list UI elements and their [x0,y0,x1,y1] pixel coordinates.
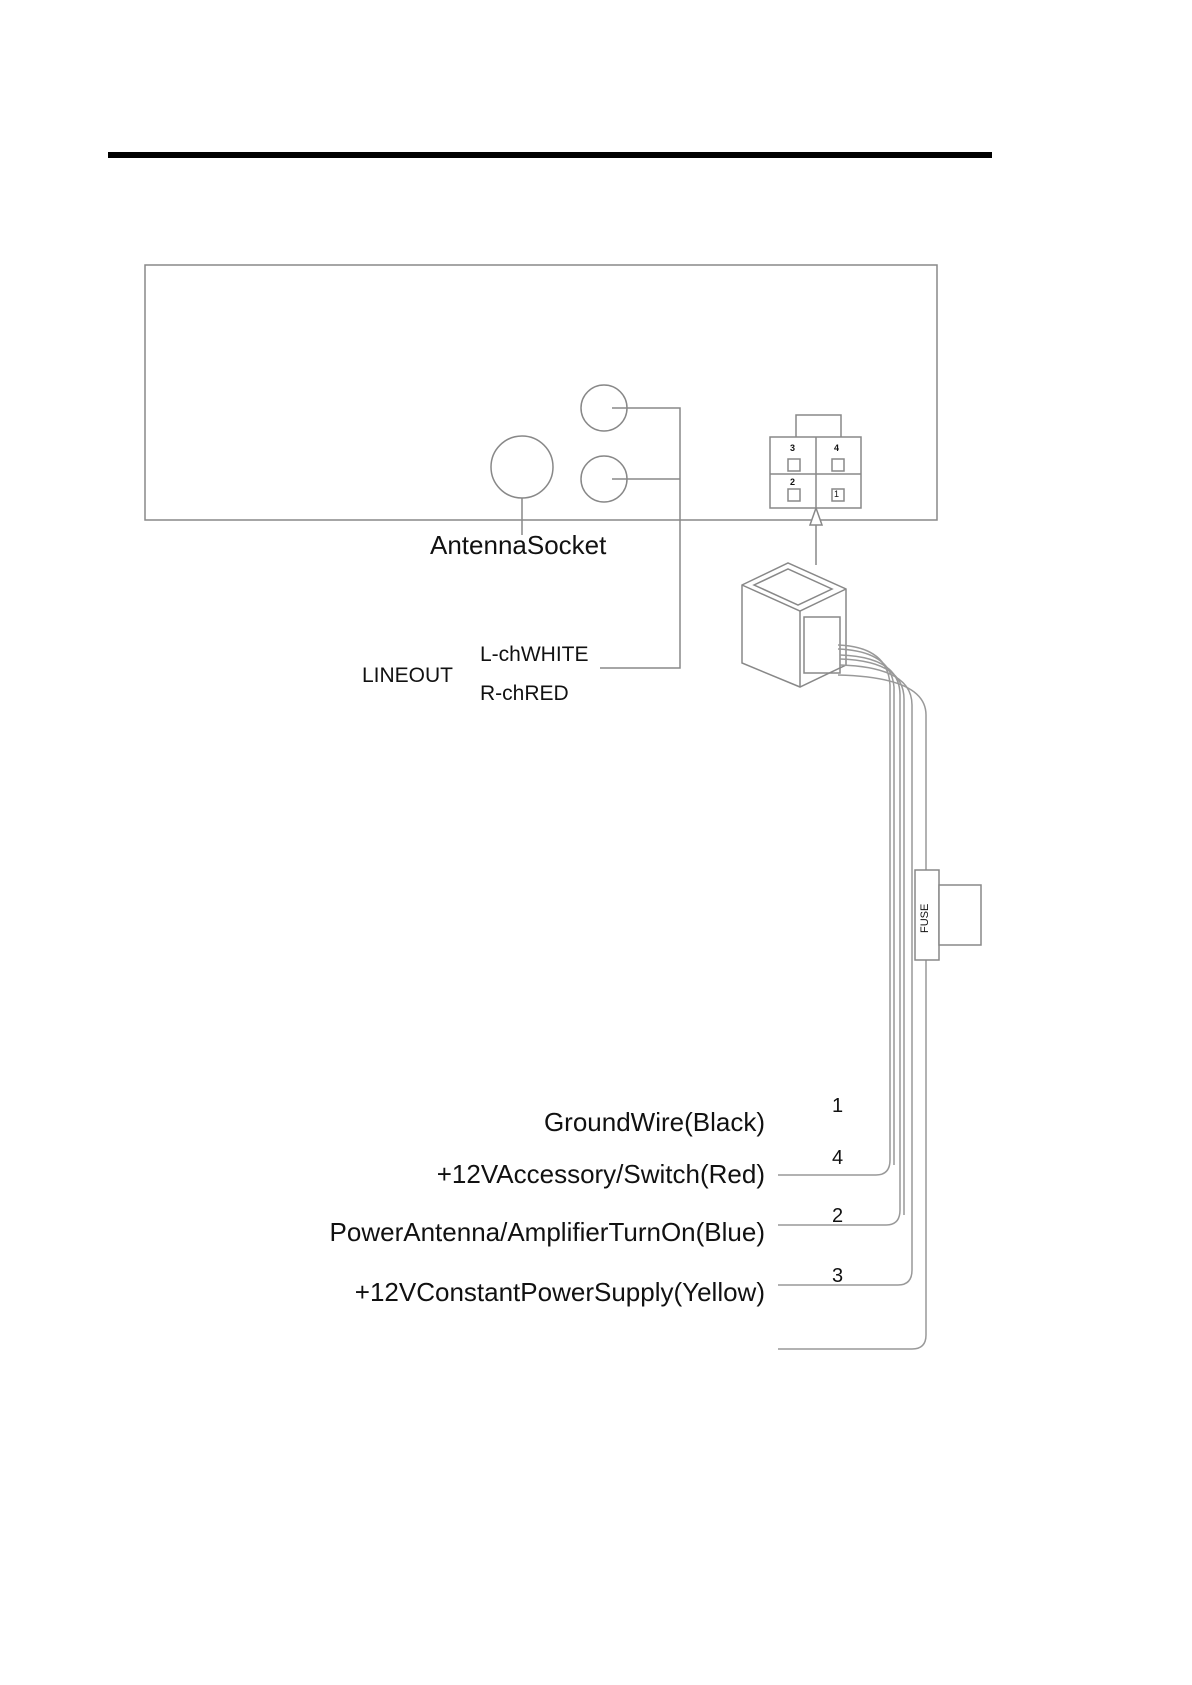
antenna-socket [490,435,554,499]
insert-arrow [808,505,824,565]
wire-pin-power-antenna: 2 [832,1205,844,1227]
right-channel-label: R-chRED [480,682,569,705]
harness-plug [741,562,847,688]
wire-label-accessory: +12VAccessory/Switch(Red) [436,1159,765,1189]
iso-connector-socket [769,414,862,509]
wire-label-ground: GroundWire(Black) [543,1107,765,1137]
antenna-socket-label: AntennaSocket [430,530,607,560]
pin-1-label: 1 [834,489,840,499]
left-channel-label: L-chWHITE [480,643,589,666]
socket-pin-2: 2 [790,477,796,487]
lineout-leader [600,407,681,669]
wire-pin-accessory: 4 [832,1147,844,1169]
harness-wires [778,644,927,1350]
fuse-label: FUSE [919,903,931,933]
header-rule [108,152,992,158]
fuse-holder [914,869,982,961]
wire-label-power-antenna: PowerAntenna/AmplifierTurnOn(Blue) [329,1217,765,1247]
lineout-label: LINEOUT [362,664,454,687]
wire-label-constant-power: +12VConstantPowerSupply(Yellow) [354,1277,765,1307]
wire-pin-constant-power: 3 [832,1265,844,1287]
wire-pin-ground: 1 [832,1095,844,1117]
socket-pin-3: 3 [790,443,796,453]
head-unit-rear-panel [144,264,938,521]
socket-pin-4: 4 [834,443,840,453]
